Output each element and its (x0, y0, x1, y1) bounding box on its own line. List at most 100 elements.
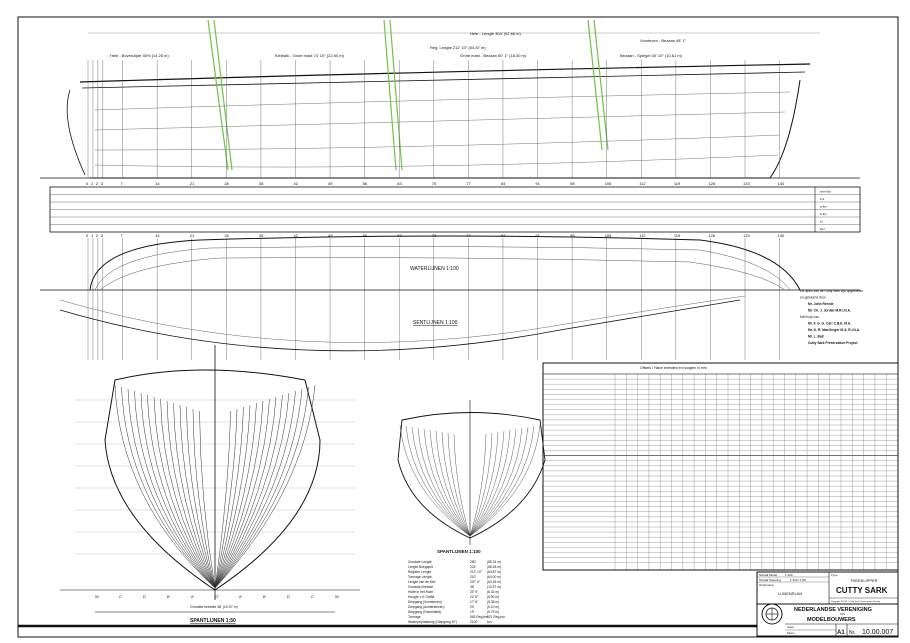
station-label: 126 (708, 233, 715, 238)
particular-value: 210' (470, 575, 477, 579)
bodyplan-mark: C (119, 594, 122, 599)
station-label: 77 (466, 233, 471, 238)
bodyplan-large-title: SPANTLIJNEN 1:50 (190, 618, 236, 624)
station-label: 56 (363, 181, 368, 186)
station-label: 63 (397, 233, 402, 238)
bodyplan-small-title: SPANTLIJNEN 1:100 (437, 549, 481, 554)
particular-label: Diepgang (Voorsteven) (408, 600, 442, 604)
particular-label: Diepgang (Achtersteven) (408, 605, 444, 609)
station-label: 84 (501, 233, 506, 238)
station-label: 140 (778, 181, 785, 186)
particular-label: Register Lengte (408, 570, 431, 574)
particular-label: Diepgang (Gemiddeld) (408, 610, 441, 614)
frame-line-fwd (214, 398, 270, 589)
station-label: 49 (328, 181, 333, 186)
frame-line-fwd (214, 406, 244, 589)
frame-line-aft (160, 398, 216, 589)
station-label: 140 (778, 233, 785, 238)
type-label: Type (831, 573, 838, 577)
particular-metric: (63.25 m) (487, 580, 501, 584)
frame-line-aft (114, 384, 216, 589)
particular-metric: (5.38 m) (487, 600, 499, 604)
particular-value: 963 Reg.bet (470, 615, 488, 619)
particular-label: Grootste Lengte (408, 560, 432, 564)
particular-value: 20' (470, 605, 475, 609)
particular-label: Lengte van de Kiel (408, 580, 436, 584)
station-label: 3 (101, 233, 104, 238)
station-label: 119 (674, 181, 681, 186)
scale-drawing-value: 1:100 / 1:50 (790, 578, 806, 582)
station-label: 112 (639, 181, 646, 186)
bodyplan-mark: D (143, 594, 146, 599)
particular-metric: 921 Reg.ton (487, 615, 505, 619)
station-label: 1 (91, 233, 94, 238)
strip-row-label: w.lijn (820, 205, 827, 209)
offsets-table: Offsets / Halve breedten en hoogten in m… (542, 362, 899, 571)
frame-line-aft (179, 404, 216, 589)
dim-stern-top: Vorsteven - Bezaan 48' 1" (640, 38, 687, 43)
scale-model-value: 1:100 (785, 573, 793, 577)
station-label: 28 (224, 181, 229, 186)
strip-row-label: kiel (820, 227, 825, 231)
subject-label: Onderwerp (759, 583, 774, 587)
mainmast-outline (383, 19, 403, 171)
particular-value: 22' 8" (470, 595, 479, 599)
title-block: Schaal Model 1:100 Schaal Tekening 1:100… (756, 571, 899, 637)
particular-metric: (5.79 m) (487, 610, 499, 614)
date-label: Datum (787, 632, 794, 635)
station-label: 21 (190, 233, 195, 238)
station-label: 0 (86, 233, 89, 238)
frame-line-aft (134, 390, 216, 589)
dim-mizzen: Grote mast - Bezaan 60' 1" (18.30 m) (460, 53, 527, 58)
dim-bow-section: Hele - Bovenzijde 45% (14.25 m) (110, 53, 169, 58)
station-label: 119 (674, 233, 681, 238)
station-label: 70 (432, 181, 437, 186)
frame-line-fwd (214, 390, 296, 589)
particular-value: 207' 6" (470, 580, 481, 584)
particular-metric: (68.28 m) (487, 565, 501, 569)
station-label: 63 (397, 181, 402, 186)
particular-label: Hoogte v.d. Gaffel (408, 595, 435, 599)
subject-value: LIJNENPLAN (778, 591, 802, 596)
frame-line-fwd (214, 394, 283, 589)
particular-label: Waterverplaatsing (Diepgang 20') (408, 620, 457, 624)
particular-metric: (6.32 m) (487, 590, 499, 594)
particular-label: Holte in het Ruim (408, 590, 434, 594)
org-line2: MODELBOUWERS (807, 617, 856, 623)
frame-line-aft (121, 386, 216, 589)
bodyplan-overall-dim: Grootste breedte 36' (10.97 m) (190, 605, 238, 609)
particular-metric: (64.00 m) (487, 575, 501, 579)
station-label: 77 (466, 181, 471, 186)
frame-line-fwd (214, 402, 257, 589)
particular-metric: (85.34 m) (487, 560, 501, 564)
frame-line-fwd (214, 410, 231, 589)
station-label: 21 (190, 181, 195, 186)
bodyplan-mark: O (215, 594, 218, 599)
station-label: 105 (605, 233, 612, 238)
frame-line-aft (186, 406, 216, 589)
strip-row-label: snee lijn (820, 190, 831, 194)
sheet-format: A1 (837, 630, 845, 636)
bodyplan-mark: D (287, 594, 290, 599)
org-van: VAN (840, 613, 845, 616)
ship-name: CUTTY SARK (836, 586, 888, 595)
strip-row-label: b.d. (820, 197, 825, 201)
bodyplan-mark: C (311, 594, 314, 599)
sheet-border (17, 16, 899, 638)
frame-line-aft (192, 408, 216, 589)
particular-metric: (6.90 m) (487, 595, 499, 599)
dim-mainmast: Kielbalk - Grote mast 74' 10" (22.80 m) (275, 53, 345, 58)
station-label: 91 (536, 181, 541, 186)
particular-value: 224' (470, 565, 477, 569)
particular-value: 36' (470, 585, 475, 589)
sheer-title: SENTLIJNEN 1:100 (413, 320, 458, 326)
station-label: 1 (91, 181, 94, 186)
station-label: 14 (155, 181, 160, 186)
dim-stern: Bezaan - Spiegel 34' 10" (10.61 m) (620, 53, 683, 58)
particular-label: Tonnage (408, 615, 421, 619)
bodyplan-mark: W (335, 594, 339, 599)
frame-line-aft (173, 402, 216, 589)
